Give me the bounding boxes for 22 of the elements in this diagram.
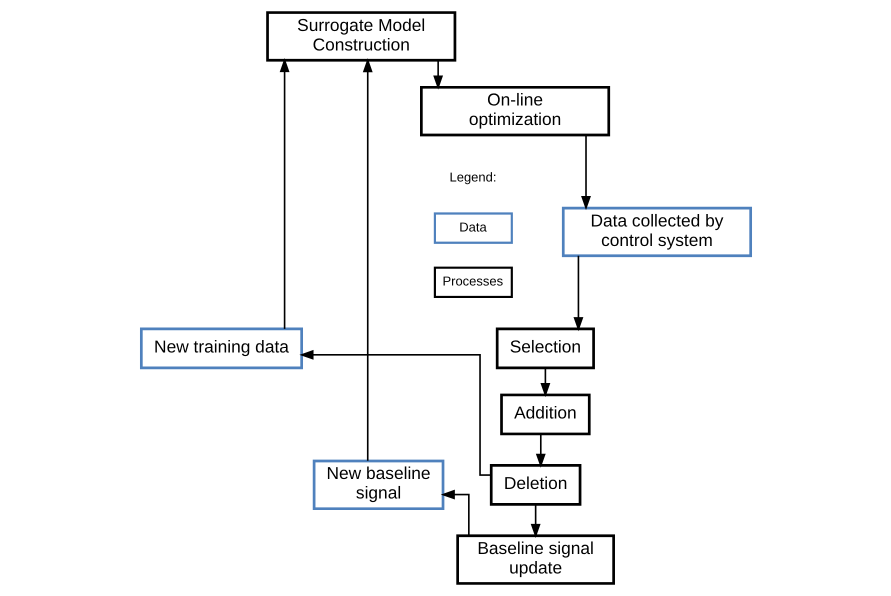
arrow [432,60,443,90]
arrow [572,256,583,332]
node-box: Baseline signal update [456,534,614,585]
arrow [279,58,290,329]
label: Legend: [449,170,496,185]
arrow [535,434,546,468]
arrow [530,504,540,538]
arrow [540,368,550,398]
node-box: Addition [500,394,590,436]
node-box: Selection [495,328,594,370]
legend-label: Data [458,219,486,234]
arrow [298,350,490,476]
node-box: Surrogate Model Construction [266,11,456,62]
arrow [440,490,470,536]
arrow [580,135,590,210]
arrow [362,58,372,461]
node-box: New training data [139,328,302,370]
node-box: Deletion [489,464,581,506]
node-box: New baseline signal [312,460,444,510]
node-box: On-line optimization [420,86,610,136]
node-box: Data collected by control system [561,206,752,258]
legend-label: Processes [442,274,503,289]
